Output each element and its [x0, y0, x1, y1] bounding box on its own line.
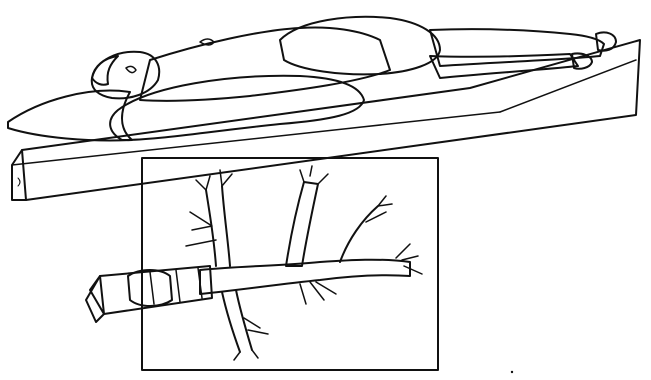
- bronchial-tree-inset: [86, 158, 438, 370]
- patient-figure: [92, 17, 616, 140]
- stray-dot: [511, 371, 513, 373]
